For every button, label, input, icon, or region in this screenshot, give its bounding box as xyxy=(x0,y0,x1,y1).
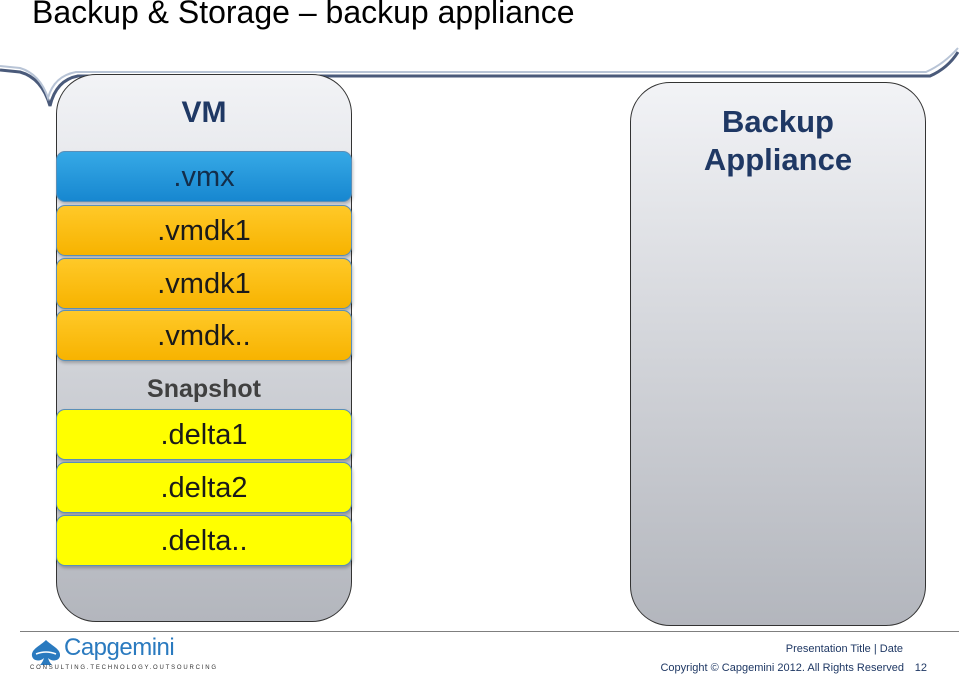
capgemini-logo: Capgemini CONSULTING.TECHNOLOGY.OUTSOURC… xyxy=(30,634,216,676)
slide-title: Backup & Storage – backup appliance xyxy=(32,0,575,30)
snapshot-label: Snapshot xyxy=(147,375,261,403)
logo-wordmark: Capgemini xyxy=(64,634,175,661)
vmdk-file-box-2: .vmdk1 xyxy=(56,258,352,309)
appliance-label-line-2: Appliance xyxy=(703,142,853,177)
footer-copyright: Copyright © Capgemini 2012. All Rights R… xyxy=(660,662,904,674)
delta-file-box-3: .delta.. xyxy=(56,515,352,566)
vmdk-file-box-3: .vmdk.. xyxy=(56,310,352,361)
footer-divider xyxy=(20,631,959,632)
appliance-label-line-1: Backup xyxy=(722,104,834,139)
vmdk-file-box-1: .vmdk1 xyxy=(56,205,352,256)
delta-file-box-2: .delta2 xyxy=(56,462,352,513)
backup-appliance-panel: Backup Appliance xyxy=(630,82,926,626)
capgemini-spade-icon xyxy=(31,640,61,665)
appliance-label: Backup Appliance xyxy=(631,103,925,179)
page-number: 12 xyxy=(914,662,927,674)
vmx-file-box: .vmx xyxy=(56,151,352,202)
title-underline xyxy=(0,47,959,112)
logo-tagline: CONSULTING.TECHNOLOGY.OUTSOURCING xyxy=(30,665,218,671)
delta-file-box-1: .delta1 xyxy=(56,409,352,460)
footer-presentation-meta: Presentation Title | Date xyxy=(785,643,903,655)
vm-label: VM xyxy=(181,96,227,129)
